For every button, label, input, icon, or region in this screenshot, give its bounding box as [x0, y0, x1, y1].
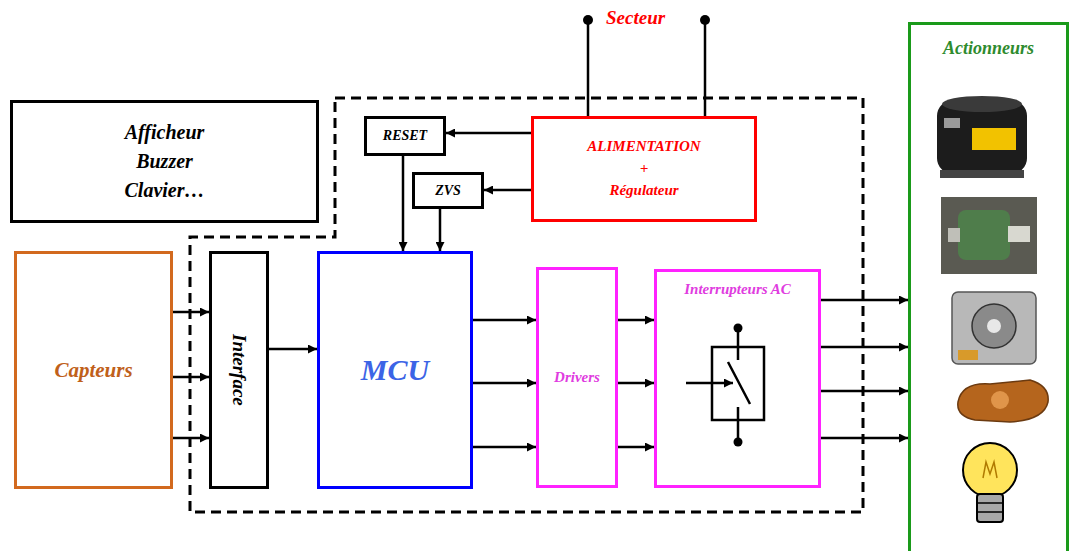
- box-label: Actionneurs: [943, 37, 1034, 60]
- switch-lead: [737, 420, 740, 438]
- signal-arrow: [821, 299, 908, 302]
- reset-box: RESET: [364, 116, 446, 156]
- valve-coil: [958, 210, 1010, 260]
- mains-terminal: [700, 15, 710, 25]
- box-label: RESET: [383, 127, 427, 145]
- text-line: ALIMENTATION: [587, 136, 700, 158]
- mains-terminal: [583, 15, 593, 25]
- timer-icon: [952, 292, 1036, 364]
- signal-arrow: [446, 132, 531, 135]
- bulb-icon: [963, 443, 1017, 522]
- mains-wire: [704, 20, 707, 116]
- box-label: Drivers: [554, 368, 600, 387]
- signal-arrow: [484, 189, 531, 192]
- peripheral-box: Afficheur Buzzer Clavier…: [10, 100, 319, 223]
- signal-arrow: [821, 437, 908, 440]
- switch-lead: [737, 332, 740, 347]
- box-label: Interrupteurs AC: [684, 280, 791, 299]
- box-label: Afficheur Buzzer Clavier…: [125, 118, 205, 205]
- valve-inlet: [948, 228, 960, 242]
- signal-arrow: [473, 319, 536, 322]
- signal-arrow: [173, 437, 209, 440]
- timer-shaft: [987, 319, 1001, 333]
- compressor-top: [942, 96, 1022, 112]
- signal-arrow: [173, 311, 209, 314]
- compressor-pipe: [944, 118, 960, 128]
- switch-terminal: [734, 324, 743, 333]
- valve-background: [941, 197, 1037, 274]
- heater-icon: [958, 380, 1048, 422]
- compressor-base: [940, 170, 1024, 178]
- timer-gear: [972, 304, 1016, 348]
- signal-arrow: [439, 209, 442, 251]
- interface-box: Interface: [209, 251, 269, 489]
- power-supply-box: ALIMENTATION + Régulateur: [531, 116, 757, 222]
- ac-switch-box: Interrupteurs AC: [654, 269, 821, 488]
- signal-arrow: [473, 382, 536, 385]
- heater-body: [958, 380, 1048, 422]
- driver-box: Drivers: [536, 267, 618, 488]
- valve-nozzle: [1008, 226, 1030, 242]
- signal-arrow: [473, 446, 536, 449]
- bulb-thread: [977, 502, 1003, 504]
- text-line: +: [587, 158, 700, 180]
- actuator-panel: Actionneurs: [908, 22, 1069, 551]
- signal-arrow: [821, 346, 908, 349]
- board-outline: [190, 98, 863, 512]
- box-label: MCU: [361, 351, 429, 389]
- signal-arrow: [402, 156, 405, 251]
- text-line: Buzzer: [125, 147, 205, 176]
- signal-arrow: [618, 319, 654, 322]
- zvs-box: ZVS: [412, 172, 484, 209]
- mcu-box: MCU: [317, 251, 473, 489]
- box-label: Capteurs: [54, 357, 132, 383]
- bulb-thread: [977, 511, 1003, 513]
- switch-terminal: [734, 438, 743, 447]
- sensor-box: Capteurs: [14, 251, 173, 489]
- box-label: ZVS: [435, 182, 461, 200]
- box-label: ALIMENTATION + Régulateur: [587, 136, 700, 201]
- switch-control-arrow: [686, 382, 733, 385]
- bulb-base: [977, 494, 1003, 522]
- signal-arrow: [821, 390, 908, 393]
- compressor-icon: [937, 96, 1027, 178]
- timer-body: [952, 292, 1036, 364]
- timer-contact: [958, 350, 978, 360]
- mains-label: Secteur: [606, 7, 665, 29]
- bulb-filament: [983, 462, 997, 478]
- text-line: Régulateur: [587, 180, 700, 202]
- valve-icon: [941, 197, 1037, 274]
- signal-arrow: [618, 382, 654, 385]
- bulb-glass: [963, 443, 1017, 497]
- signal-arrow: [269, 348, 317, 351]
- signal-arrow: [618, 446, 654, 449]
- mains-wire: [587, 20, 590, 116]
- box-label: Interface: [227, 334, 251, 406]
- heater-knob: [991, 391, 1009, 409]
- text-line: Afficheur: [125, 118, 205, 147]
- signal-arrow: [173, 376, 209, 379]
- compressor-label: [972, 128, 1016, 150]
- text-line: Clavier…: [125, 176, 205, 205]
